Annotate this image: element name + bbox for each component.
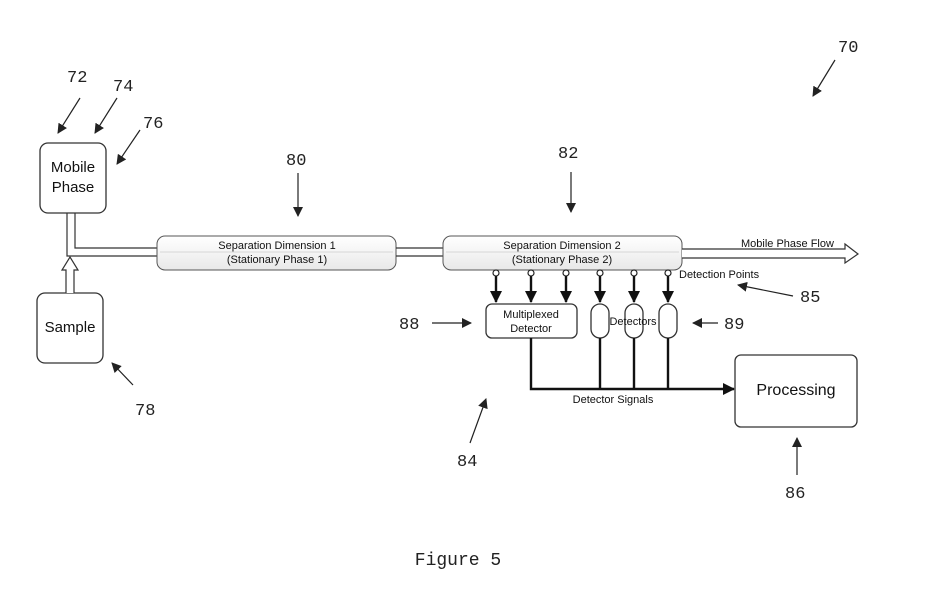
ref-84: 84 xyxy=(457,453,477,472)
detector-feed-arrows xyxy=(490,276,674,303)
multiplexed-label-1: Multiplexed xyxy=(503,309,559,321)
sample-injection-arrow xyxy=(60,255,80,293)
mobile-phase-flow-arrow xyxy=(682,242,860,265)
detection-point xyxy=(596,269,604,277)
detection-points-label: Detection Points xyxy=(679,269,760,281)
detection-point xyxy=(664,269,672,277)
processing-label: Processing xyxy=(756,382,835,399)
mobile-phase-box xyxy=(39,142,107,214)
detection-points xyxy=(492,269,672,277)
ref-70: 70 xyxy=(838,39,858,58)
ref-82: 82 xyxy=(558,145,578,164)
detector-pill xyxy=(590,303,610,339)
detector-signals-label: Detector Signals xyxy=(573,394,654,406)
ref-88: 88 xyxy=(399,316,419,335)
detector-signal-lines xyxy=(529,338,735,395)
processing-box xyxy=(734,354,858,428)
ref-76: 76 xyxy=(143,115,163,134)
figure-caption: Figure 5 xyxy=(415,551,501,571)
mobile-phase-connector xyxy=(66,213,158,257)
sample-label: Sample xyxy=(45,319,96,336)
ref-86: 86 xyxy=(785,485,805,504)
reference-leaders xyxy=(57,59,836,475)
ref-80: 80 xyxy=(286,152,306,171)
ref-72: 72 xyxy=(67,69,87,88)
column-2-label-1: Separation Dimension 2 xyxy=(503,240,620,252)
column-1-label-2: (Stationary Phase 1) xyxy=(227,254,327,266)
detectors-label: Detectors xyxy=(609,316,657,328)
detector-pill xyxy=(658,303,678,339)
separation-column-1 xyxy=(156,235,397,271)
column-2-label-2: (Stationary Phase 2) xyxy=(512,254,612,266)
mobile-phase-flow-label: Mobile Phase Flow xyxy=(741,238,834,250)
mobile-phase-label-2: Phase xyxy=(52,179,95,196)
detection-point xyxy=(630,269,638,277)
ref-74: 74 xyxy=(113,78,133,97)
ref-78: 78 xyxy=(135,402,155,421)
inter-column-connector xyxy=(396,247,443,257)
column-1-label-1: Separation Dimension 1 xyxy=(218,240,335,252)
ref-85: 85 xyxy=(800,289,820,308)
detection-point xyxy=(527,269,535,277)
detection-point xyxy=(562,269,570,277)
ref-89: 89 xyxy=(724,316,744,335)
multiplexed-label-2: Detector xyxy=(510,323,552,335)
detectors-group xyxy=(590,303,678,339)
detection-point xyxy=(492,269,500,277)
mobile-phase-label-1: Mobile xyxy=(51,159,95,176)
